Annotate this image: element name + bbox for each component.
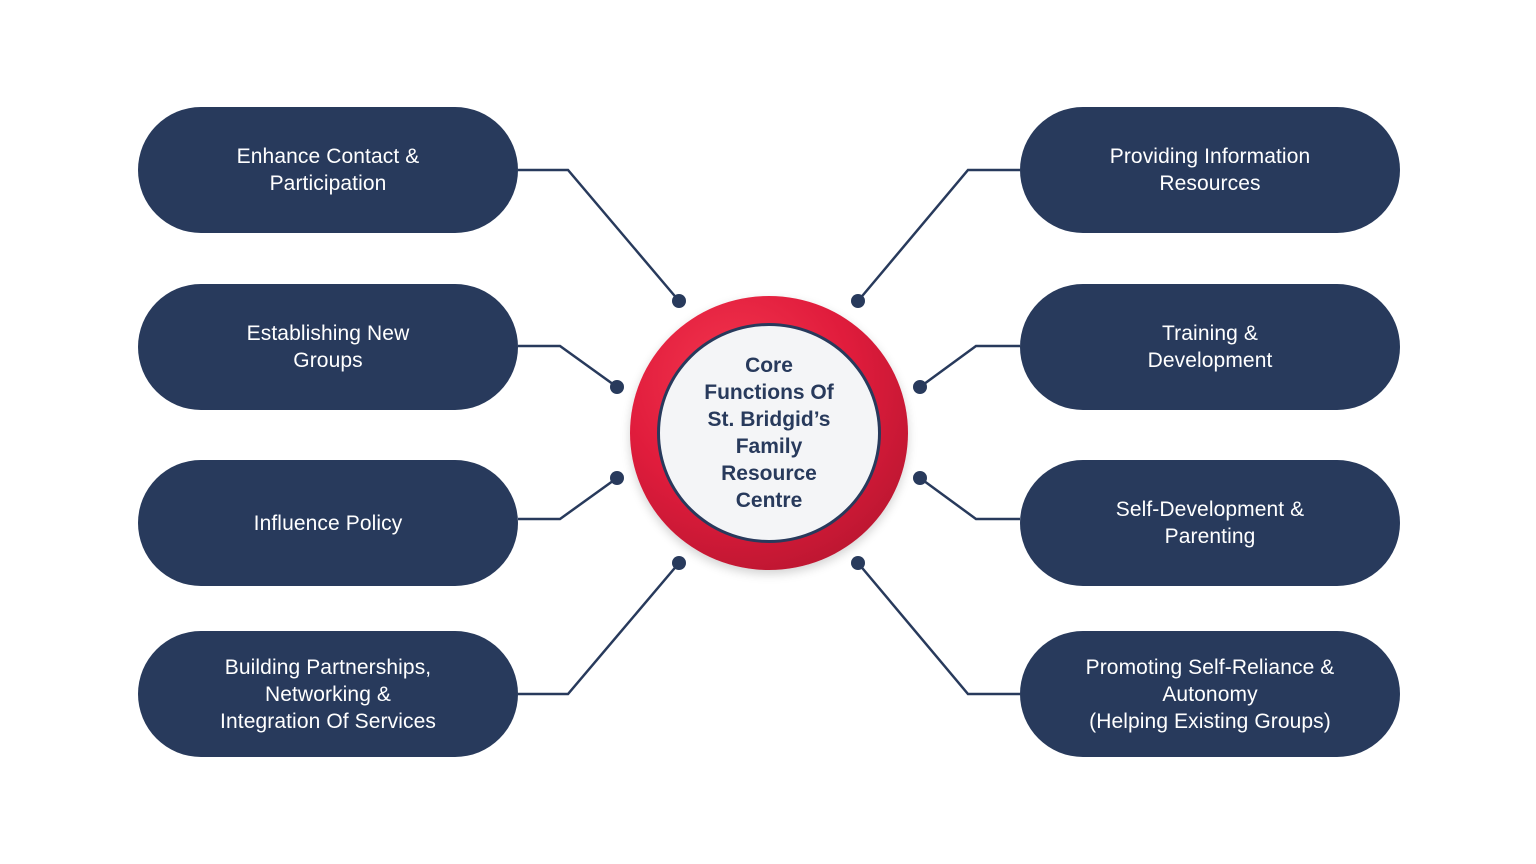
connector-line [518,344,618,389]
connector-dot [851,556,865,570]
connector-line [857,562,1020,696]
connector-line [857,168,1020,302]
function-node-label: Providing Information Resources [1109,145,1311,195]
function-node-label: Enhance Contact & Participation [236,145,420,195]
connector-line [518,168,680,302]
function-node-label: Self-Development & Parenting [1115,498,1305,548]
connector-dot [851,294,865,308]
connector-dot [913,380,927,394]
function-node-label: Promoting Self-Reliance & Autonomy (Help… [1085,655,1335,733]
function-node-building-partnerships: Building Partnerships, Networking & Inte… [138,631,518,757]
function-node-promoting-self-reliance: Promoting Self-Reliance & Autonomy (Help… [1020,631,1400,757]
function-node-enhance-contact: Enhance Contact & Participation [138,107,518,233]
function-node-providing-information: Providing Information Resources [1020,107,1400,233]
function-node-self-development: Self-Development & Parenting [1020,460,1400,586]
connector-dot [672,556,686,570]
connector-line [518,562,680,696]
function-node-label: Influence Policy [253,511,403,535]
function-node-label: Establishing New Groups [246,322,410,372]
function-node-training-development: Training & Development [1020,284,1400,410]
function-node-label: Training & Development [1147,322,1273,372]
connector-dot [610,380,624,394]
function-node-establishing-groups: Establishing New Groups [138,284,518,410]
connector-dot [672,294,686,308]
function-node-label: Building Partnerships, Networking & Inte… [220,655,436,733]
connector-line [919,476,1020,521]
connector-dot [913,471,927,485]
center-hub-title: Core Functions Of St. Bridgid’s Family R… [704,354,834,512]
connector-line [518,476,618,521]
connector-line [919,344,1020,389]
center-hub: Core Functions Of St. Bridgid’s Family R… [657,323,881,543]
function-node-influence-policy: Influence Policy [138,460,518,586]
connector-dot [610,471,624,485]
